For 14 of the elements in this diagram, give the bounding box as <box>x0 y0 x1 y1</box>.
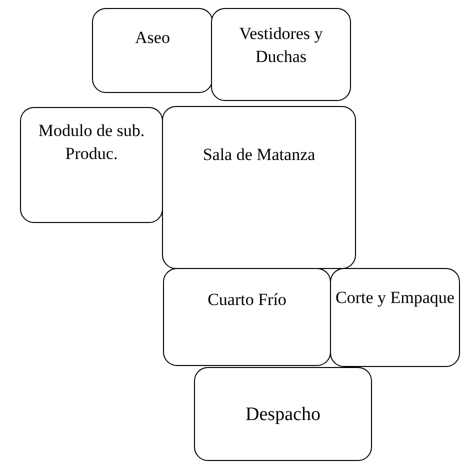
area-label: Modulo de sub. Produc. <box>37 120 146 165</box>
area-box <box>211 8 351 101</box>
area-box <box>20 107 163 223</box>
area-box <box>92 8 213 93</box>
area-box <box>194 367 372 461</box>
area-box <box>330 268 460 367</box>
area-label: Sala de Matanza <box>202 144 316 166</box>
area-box <box>162 106 356 269</box>
area-label: Corte y Empaque <box>335 287 455 309</box>
area-label: Cuarto Frío <box>206 289 288 311</box>
area-label: Vestidores y Duchas <box>238 23 324 68</box>
area-label: Despacho <box>244 403 322 427</box>
area-label: Aseo <box>134 27 171 49</box>
area-box <box>163 268 331 366</box>
